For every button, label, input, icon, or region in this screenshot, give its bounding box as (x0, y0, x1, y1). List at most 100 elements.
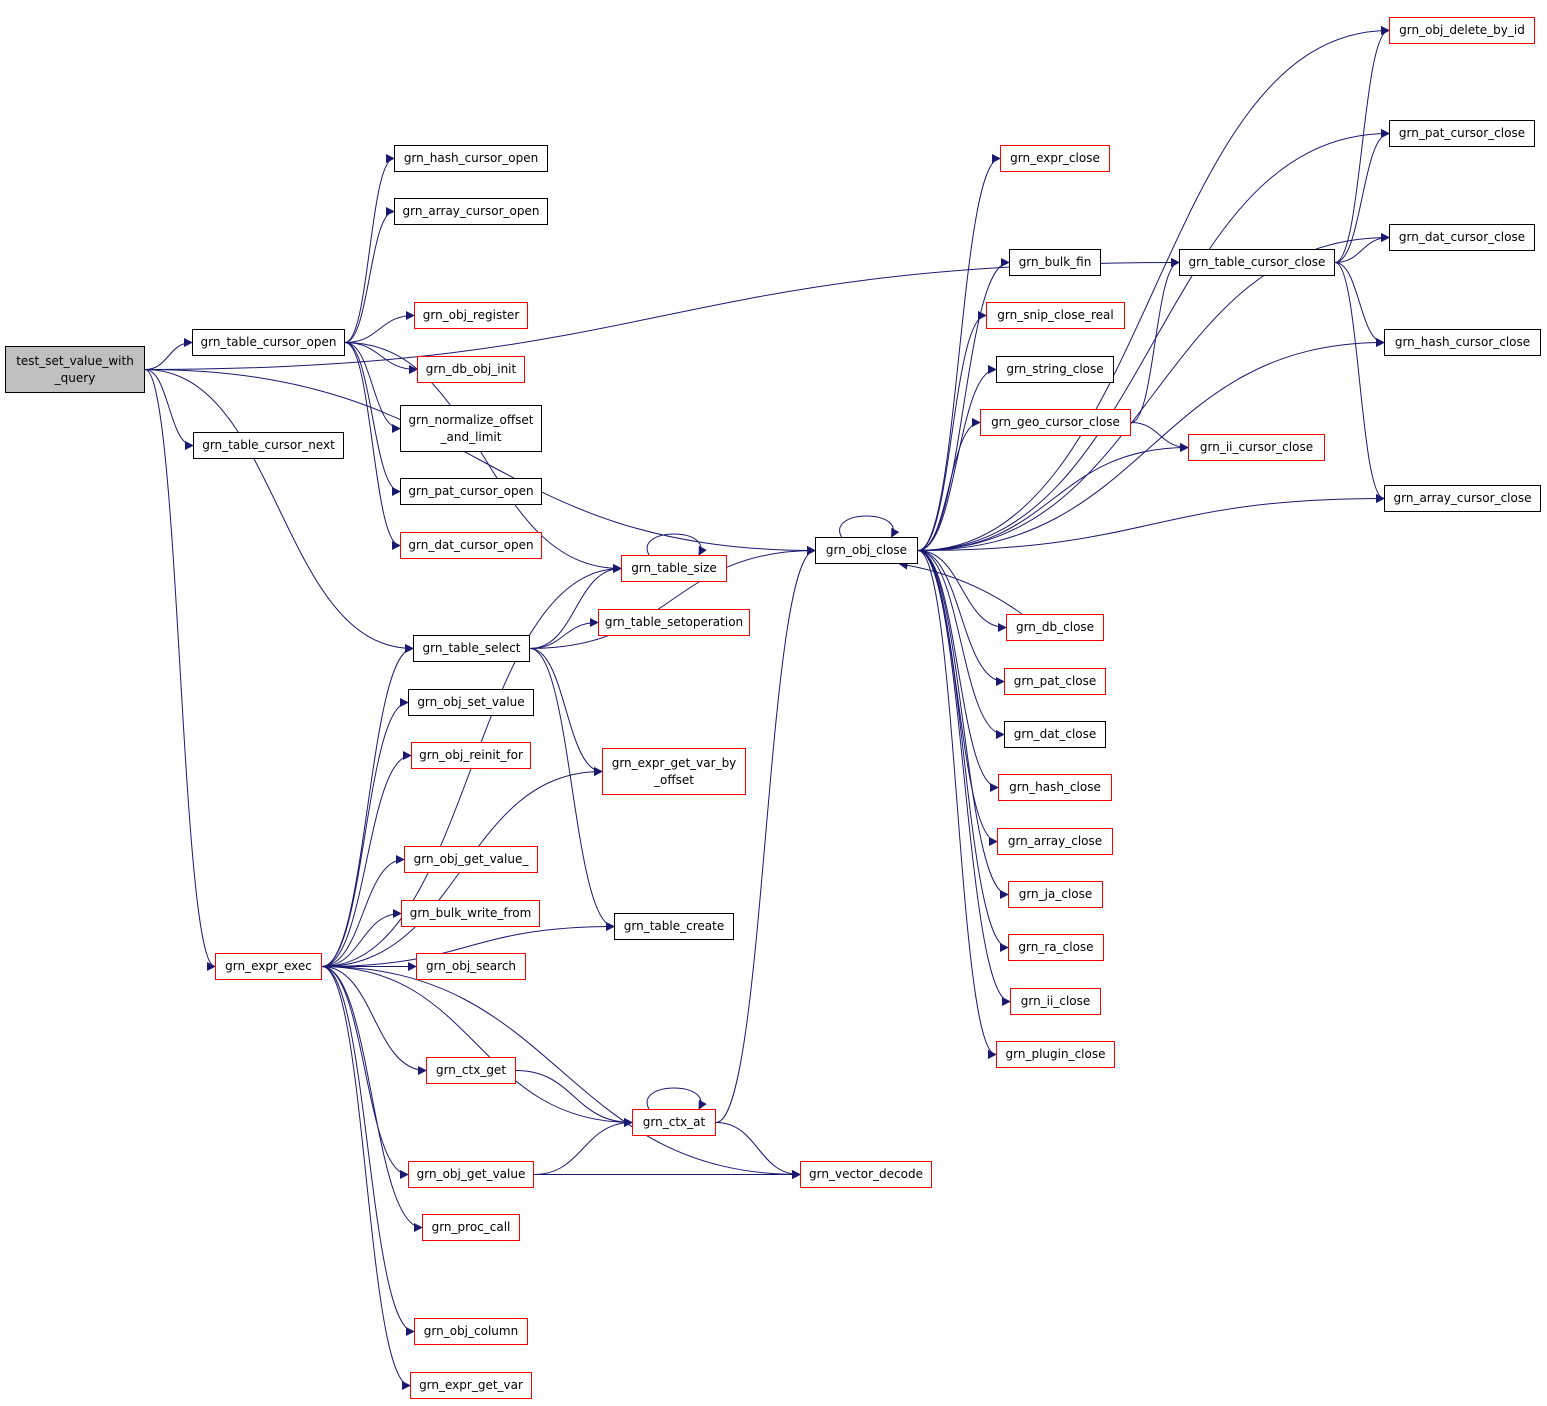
node-grn-obj-reinit-for[interactable]: grn_obj_reinit_for (411, 742, 531, 769)
edge-obj_close-to-db_close (917, 550, 1007, 632)
edge-expr_exec-to-expr_get_var (321, 966, 411, 1390)
edge-db_close-to-obj_close (898, 560, 1023, 615)
edge-obj_close-to-pat_cursor_close (917, 129, 1390, 551)
edge-table_cursor_open-to-normalize_offset (344, 342, 401, 433)
node-grn-obj-register[interactable]: grn_obj_register (414, 302, 528, 329)
node-grn-bulk-fin[interactable]: grn_bulk_fin (1009, 249, 1101, 276)
edge-expr_exec-to-ctx_get (321, 966, 427, 1075)
node-grn-expr-exec[interactable]: grn_expr_exec (215, 953, 322, 980)
node-grn-obj-get-value-underscore[interactable]: grn_obj_get_value_ (404, 846, 538, 873)
node-grn-ii-cursor-close[interactable]: grn_ii_cursor_close (1188, 434, 1325, 461)
edge-root-to-table_select (144, 369, 414, 653)
node-grn-pat-cursor-close[interactable]: grn_pat_cursor_close (1389, 120, 1535, 147)
node-grn-expr-get-var[interactable]: grn_expr_get_var (410, 1372, 532, 1399)
node-grn-table-cursor-next[interactable]: grn_table_cursor_next (193, 432, 344, 459)
edge-obj_close-to-pat_close (917, 550, 1005, 686)
edge-expr_exec-to-vector_decode (321, 966, 801, 1179)
node-grn-hash-cursor-close[interactable]: grn_hash_cursor_close (1384, 329, 1541, 356)
node-grn-db-close[interactable]: grn_db_close (1006, 614, 1104, 641)
node-grn-dat-cursor-close[interactable]: grn_dat_cursor_close (1389, 224, 1535, 251)
edge-table_select-to-table_size (529, 564, 622, 649)
edge-expr_exec-to-obj_column (321, 966, 415, 1336)
edge-table_cursor_open-to-obj_register (344, 311, 415, 343)
node-grn-ja-close[interactable]: grn_ja_close (1008, 881, 1103, 908)
edge-table_select-to-table_setoperation (529, 618, 599, 649)
edge-obj_close-to-hash_cursor_close (917, 338, 1385, 551)
node-grn-ctx-at[interactable]: grn_ctx_at (632, 1109, 716, 1136)
node-grn-obj-delete-by-id[interactable]: grn_obj_delete_by_id (1389, 17, 1535, 44)
node-grn-ii-close[interactable]: grn_ii_close (1010, 988, 1101, 1015)
node-grn-obj-set-value[interactable]: grn_obj_set_value (408, 689, 534, 716)
edge-obj_close-to-plugin_close (917, 550, 997, 1059)
edge-obj_close-to-string_close (917, 365, 997, 551)
node-grn-table-cursor-close[interactable]: grn_table_cursor_close (1179, 249, 1335, 276)
edge-obj_close-to-ja_close (917, 550, 1009, 899)
edge-obj_close-to-ii_cursor_close (917, 443, 1189, 551)
node-grn-normalize-offset-and-limit[interactable]: grn_normalize_offset _and_limit (400, 405, 542, 452)
node-grn-vector-decode[interactable]: grn_vector_decode (800, 1161, 932, 1188)
edge-obj_close-to-snip_close_real (917, 311, 987, 551)
node-grn-obj-search[interactable]: grn_obj_search (416, 953, 526, 980)
edge-geo_cursor_close-to-table_cursor_close (1130, 258, 1180, 423)
node-grn-string-close[interactable]: grn_string_close (996, 356, 1114, 383)
node-grn-expr-close[interactable]: grn_expr_close (1000, 145, 1110, 172)
node-grn-plugin-close[interactable]: grn_plugin_close (996, 1041, 1115, 1068)
node-grn-bulk-write-from[interactable]: grn_bulk_write_from (401, 900, 540, 927)
edge-obj_close-to-obj_delete_by_id (917, 26, 1390, 551)
node-grn-proc-call[interactable]: grn_proc_call (422, 1214, 520, 1241)
node-grn-snip-close-real[interactable]: grn_snip_close_real (986, 302, 1125, 329)
edge-root-to-expr_exec (144, 369, 216, 971)
edge-root-to-table_cursor_next (144, 369, 194, 450)
edge-expr_exec-to-obj_reinit_for (321, 751, 412, 967)
edge-obj_close-to-array_cursor_close (917, 494, 1385, 551)
node-grn-table-select[interactable]: grn_table_select (413, 635, 530, 662)
node-grn-obj-close[interactable]: grn_obj_close (815, 537, 918, 564)
edge-table_cursor_close-to-dat_cursor_close (1334, 233, 1390, 263)
node-grn-ra-close[interactable]: grn_ra_close (1008, 934, 1104, 961)
node-grn-hash-cursor-open[interactable]: grn_hash_cursor_open (394, 145, 548, 172)
edge-table_cursor_open-to-pat_cursor_open (344, 342, 401, 496)
node-grn-db-obj-init[interactable]: grn_db_obj_init (417, 356, 525, 383)
edge-expr_exec-to-obj_set_value (321, 698, 409, 967)
node-grn-table-size[interactable]: grn_table_size (621, 555, 727, 582)
node-grn-obj-column[interactable]: grn_obj_column (414, 1318, 528, 1345)
edge-expr_exec-to-table_select (321, 644, 414, 967)
edge-table_select-to-expr_get_var_by_offset (529, 648, 603, 776)
node-grn-pat-cursor-open[interactable]: grn_pat_cursor_open (400, 478, 542, 505)
edge-obj_close-to-hash_close (917, 550, 999, 792)
node-grn-pat-close[interactable]: grn_pat_close (1004, 668, 1106, 695)
node-test-set-value-with-query: test_set_value_with _query (5, 346, 145, 393)
node-grn-dat-cursor-open[interactable]: grn_dat_cursor_open (400, 532, 542, 559)
edge-obj_close-to-dat_cursor_close (917, 233, 1390, 551)
edge-obj_close-to-geo_cursor_close (917, 418, 981, 551)
edge-expr_exec-to-proc_call (321, 966, 423, 1232)
node-grn-geo-cursor-close[interactable]: grn_geo_cursor_close (980, 409, 1131, 436)
edge-table_cursor_close-to-obj_delete_by_id (1334, 26, 1390, 263)
node-grn-table-setoperation[interactable]: grn_table_setoperation (598, 609, 750, 636)
edge-root-to-table_cursor_open (144, 338, 193, 370)
node-grn-dat-close[interactable]: grn_dat_close (1004, 721, 1106, 748)
edge-obj_close-to-obj_close (839, 515, 900, 538)
node-grn-expr-get-var-by-offset[interactable]: grn_expr_get_var_by _offset (602, 748, 746, 795)
node-grn-obj-get-value[interactable]: grn_obj_get_value (408, 1161, 534, 1188)
node-grn-array-cursor-close[interactable]: grn_array_cursor_close (1384, 485, 1541, 512)
edge-obj_get_value-to-ctx_at (533, 1118, 633, 1175)
edge-table_cursor_open-to-dat_cursor_open (344, 342, 401, 550)
edge-obj_close-to-expr_close (917, 154, 1001, 551)
edge-root-to-obj_close (144, 369, 816, 555)
node-grn-ctx-get[interactable]: grn_ctx_get (426, 1057, 516, 1084)
node-grn-table-cursor-open[interactable]: grn_table_cursor_open (192, 329, 345, 356)
node-grn-array-close[interactable]: grn_array_close (997, 828, 1113, 855)
edge-table_cursor_open-to-table_size (344, 342, 622, 573)
edge-expr_exec-to-obj_get_value_ (321, 855, 405, 967)
edge-expr_exec-to-bulk_write_from (321, 909, 402, 967)
node-grn-hash-close[interactable]: grn_hash_close (998, 774, 1112, 801)
edge-table_select-to-obj_close (529, 546, 816, 649)
node-grn-table-create[interactable]: grn_table_create (614, 913, 734, 940)
edge-table_size-to-table_size (646, 533, 707, 556)
edge-geo_cursor_close-to-ii_cursor_close (1130, 422, 1189, 452)
node-grn-array-cursor-open[interactable]: grn_array_cursor_open (394, 198, 548, 225)
edge-root-to-table_cursor_close (144, 258, 1180, 370)
